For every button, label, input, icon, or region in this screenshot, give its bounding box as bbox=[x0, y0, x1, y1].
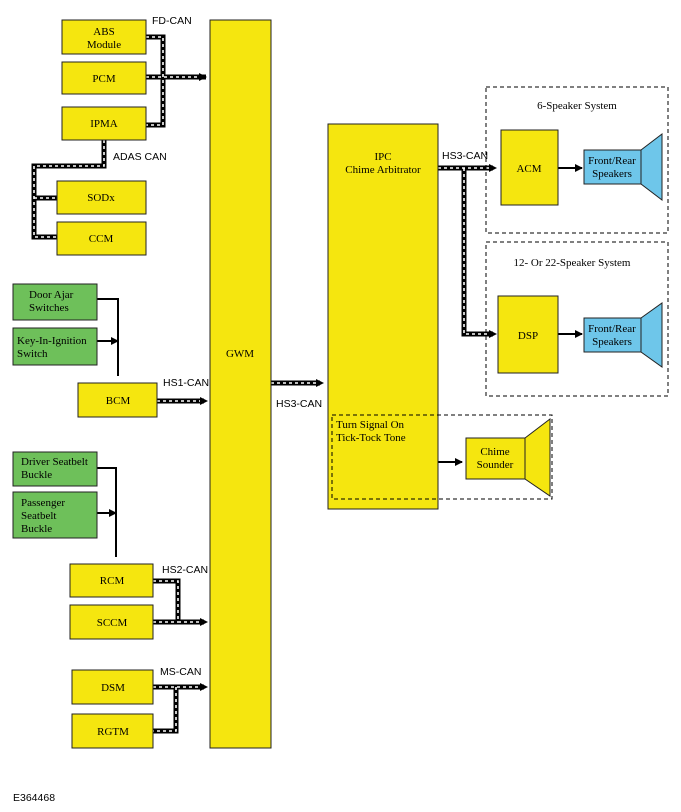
hs1-can-bus bbox=[157, 397, 208, 405]
rcm-box: RCM bbox=[69, 563, 154, 598]
bcm-box: BCM bbox=[77, 382, 158, 418]
speaker-cone-icon bbox=[640, 302, 663, 368]
svg-text:Sounder: Sounder bbox=[477, 459, 514, 471]
svg-text:Turn Signal On: Turn Signal On bbox=[336, 419, 405, 431]
svg-text:Speakers: Speakers bbox=[592, 336, 632, 348]
driver-seatbelt-buckle-box: Driver Seatbelt Buckle bbox=[12, 451, 98, 487]
svg-text:Front/Rear: Front/Rear bbox=[588, 155, 636, 167]
svg-text:Buckle: Buckle bbox=[21, 523, 52, 535]
dsp-box: DSP bbox=[497, 295, 559, 374]
svg-text:Speakers: Speakers bbox=[592, 168, 632, 180]
ccm-box: CCM bbox=[56, 221, 147, 256]
hs2-can-label: HS2-CAN bbox=[162, 564, 208, 576]
six-speaker-system-title: 6-Speaker System bbox=[537, 100, 617, 112]
sccm-box: SCCM bbox=[69, 604, 154, 640]
passenger-seatbelt-buckle-box: Passenger Seatbelt Buckle bbox=[12, 491, 98, 539]
svg-text:SODx: SODx bbox=[87, 192, 115, 204]
svg-text:Buckle: Buckle bbox=[21, 469, 52, 481]
svg-text:IPC: IPC bbox=[374, 151, 391, 163]
svg-text:Chime: Chime bbox=[480, 446, 509, 458]
gwm-box: GWM bbox=[209, 19, 272, 749]
fd-can-bus bbox=[146, 34, 207, 128]
key-in-ignition-switch-box: Key-In-Ignition Switch bbox=[12, 327, 98, 366]
twelve-speaker-system-title: 12- Or 22-Speaker System bbox=[513, 257, 630, 269]
hardwire-switches-to-bcm bbox=[97, 298, 118, 376]
svg-text:BCM: BCM bbox=[106, 395, 131, 407]
acm-box: ACM bbox=[500, 129, 559, 206]
svg-text:Key-In-Ignition: Key-In-Ignition bbox=[17, 335, 87, 347]
svg-text:SCCM: SCCM bbox=[97, 617, 128, 629]
svg-text:Front/Rear: Front/Rear bbox=[588, 323, 636, 335]
svg-text:Tick-Tock Tone: Tick-Tock Tone bbox=[336, 432, 406, 444]
six-speaker-system-group bbox=[485, 86, 669, 234]
ipma-box: IPMA bbox=[61, 106, 147, 141]
svg-text:DSM: DSM bbox=[101, 682, 125, 694]
svg-text:PCM: PCM bbox=[92, 73, 115, 85]
svg-text:DSP: DSP bbox=[518, 330, 538, 342]
svg-text:ABS: ABS bbox=[93, 26, 114, 38]
svg-text:RGTM: RGTM bbox=[97, 726, 129, 738]
hardwire-seatbelts-to-rcm bbox=[97, 467, 116, 557]
chime-sounder-box: Chime Sounder bbox=[465, 437, 526, 480]
rgtm-box: RGTM bbox=[71, 713, 154, 749]
ms-can-label: MS-CAN bbox=[160, 666, 201, 678]
hs3-can-ipc-bus bbox=[438, 164, 497, 338]
svg-text:Driver Seatbelt: Driver Seatbelt bbox=[21, 456, 88, 468]
pcm-box: PCM bbox=[61, 61, 147, 95]
svg-text:ACM: ACM bbox=[516, 163, 541, 175]
front-rear-speakers-box-12: Front/Rear Speakers bbox=[583, 317, 642, 353]
svg-text:CCM: CCM bbox=[89, 233, 114, 245]
svg-text:Switch: Switch bbox=[17, 348, 48, 360]
figure-reference: E364468 bbox=[13, 792, 56, 804]
hs3-can-gwm-label: HS3-CAN bbox=[276, 398, 322, 410]
front-rear-speakers-box-6: Front/Rear Speakers bbox=[583, 149, 642, 185]
hs1-can-label: HS1-CAN bbox=[163, 377, 209, 389]
adas-can-bus bbox=[31, 140, 107, 240]
svg-text:IPMA: IPMA bbox=[90, 118, 118, 130]
svg-text:Door Ajar: Door Ajar bbox=[29, 289, 74, 301]
turn-signal-tone-label: Turn Signal On Tick-Tock Tone bbox=[336, 419, 406, 444]
ms-can-bus bbox=[153, 683, 208, 734]
svg-text:Module: Module bbox=[87, 39, 121, 51]
svg-text:Passenger: Passenger bbox=[21, 497, 65, 509]
speaker-cone-icon bbox=[640, 132, 663, 202]
hs2-can-bus bbox=[153, 578, 208, 626]
dsm-box: DSM bbox=[71, 669, 154, 705]
hs3-can-gwm-bus bbox=[271, 379, 324, 387]
twelve-speaker-system-group bbox=[485, 241, 669, 397]
hs3-can-ipc-label: HS3-CAN bbox=[442, 150, 488, 162]
svg-text:GWM: GWM bbox=[226, 348, 254, 360]
ipc-chime-arbitrator-box: IPC Chime Arbitrator bbox=[327, 123, 439, 510]
fd-can-label: FD-CAN bbox=[152, 15, 192, 27]
chime-sounder-horn-icon bbox=[524, 417, 551, 497]
abs-module-box: ABS Module bbox=[61, 19, 147, 55]
sodx-box: SODx bbox=[56, 180, 147, 215]
adas-can-label: ADAS CAN bbox=[113, 151, 167, 163]
svg-text:Seatbelt: Seatbelt bbox=[21, 510, 56, 522]
svg-text:Switches: Switches bbox=[29, 302, 69, 314]
door-ajar-switches-box: Door Ajar Switches bbox=[12, 283, 98, 321]
svg-text:Chime Arbitrator: Chime Arbitrator bbox=[345, 164, 421, 176]
svg-text:RCM: RCM bbox=[100, 575, 125, 587]
turn-signal-chime-group bbox=[331, 414, 553, 500]
